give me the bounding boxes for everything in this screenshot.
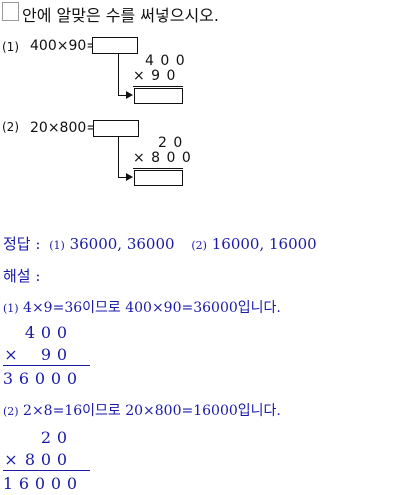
problem-1-top-number: 4 0 0 (145, 53, 186, 69)
explanation-1-underline (3, 365, 90, 366)
problem-1-connector-horizontal (118, 95, 126, 96)
explanation-2-label: (2) (3, 405, 19, 418)
problem-2-answer-box[interactable] (93, 120, 139, 137)
explanation-1-text: 4×9=36이므로 400×90=36000입니다. (23, 300, 281, 316)
problem-1-label: (1) (2, 40, 19, 54)
answer-2-label: (2) (191, 239, 207, 252)
explanation-2-line: (2) 2×8=16이므로 20×800=16000입니다. (3, 400, 281, 420)
answer-section: 정답 : (1) 36000, 36000 (2) 16000, 16000 (3, 233, 317, 254)
problem-2-connector-horizontal (118, 177, 126, 178)
problem-2-connector-vertical (118, 137, 119, 178)
explanation-1-line: (1) 4×9=36이므로 400×90=36000입니다. (3, 297, 281, 317)
explanation-2-underline (3, 470, 90, 471)
explanation-2-text: 2×8=16이므로 20×800=16000입니다. (23, 403, 281, 419)
blank-box-sample (2, 2, 19, 21)
answer-2-text: 16000, 16000 (211, 235, 317, 253)
problem-1-bottom-number: × 9 0 (133, 68, 177, 84)
problem-2-arrow-icon (126, 173, 133, 181)
problem-2-result-box[interactable] (134, 170, 183, 186)
explanation-1-label: (1) (3, 302, 19, 315)
answer-1-label: (1) (49, 239, 65, 252)
problem-2-top-number: 2 0 (158, 135, 184, 151)
problem-1-expression: 400×90= (30, 38, 98, 54)
answer-1-text: 36000, 36000 (69, 235, 175, 253)
problem-1-arrow-icon (126, 91, 133, 99)
problem-1-result-box[interactable] (134, 88, 183, 104)
problem-2-label: (2) (2, 120, 19, 134)
problem-1-multiply-line (133, 86, 183, 87)
problem-1-connector-vertical (118, 54, 119, 96)
problem-2-multiply-line (133, 168, 183, 169)
answer-title: 정답 : (3, 235, 41, 253)
problem-2-expression: 20×800= (30, 120, 98, 136)
problem-2-bottom-number: × 8 0 0 (133, 150, 192, 166)
instruction-text: 안에 알맞은 수를 써넣으시오. (22, 6, 219, 25)
explanation-title: 해설 : (3, 267, 41, 285)
problem-1-answer-box[interactable] (92, 37, 138, 54)
